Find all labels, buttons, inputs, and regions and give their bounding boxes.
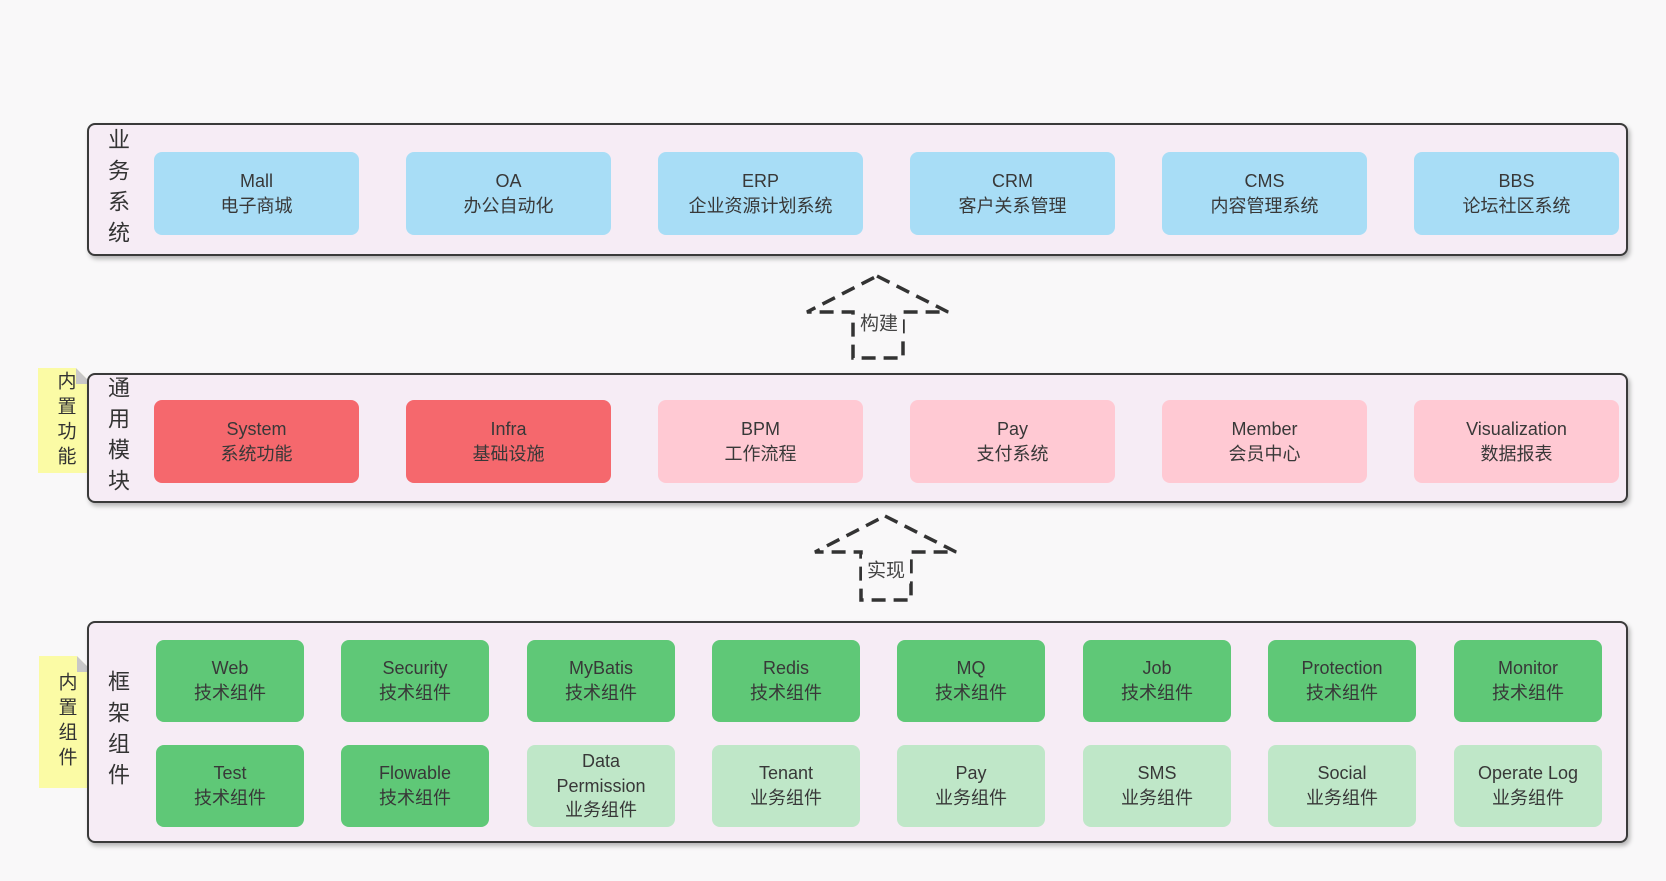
layer-framework-components-label: 框架组件 <box>105 670 130 794</box>
box-pay-business: Pay 业务组件 <box>897 745 1045 827</box>
box-tenant: Tenant 业务组件 <box>712 745 860 827</box>
box-subtitle: 技术组件 <box>379 788 451 808</box>
box-subtitle: 基础设施 <box>472 443 545 464</box>
build-arrow-label: 构建 <box>854 307 904 337</box>
layer-business-systems-label: 业务系统 <box>105 127 130 252</box>
box-subtitle: 电子商城 <box>220 195 293 216</box>
box-subtitle: 技术组件 <box>1121 683 1193 703</box>
box-subtitle: 业务组件 <box>935 788 1007 808</box>
tag-builtin-features: 内置功能 <box>38 368 92 473</box>
box-subtitle: 技术组件 <box>1306 683 1378 703</box>
box-operate-log: Operate Log 业务组件 <box>1454 745 1602 827</box>
box-monitor: Monitor 技术组件 <box>1454 640 1602 722</box>
box-subtitle: 业务组件 <box>565 800 637 821</box>
box-title: Pay <box>996 418 1029 439</box>
box-title: Pay <box>955 763 987 784</box>
box-mall: Mall 电子商城 <box>154 152 359 235</box>
box-pay: Pay 支付系统 <box>910 400 1115 483</box>
box-infra: Infra 基础设施 <box>406 400 611 483</box>
box-subtitle: 技术组件 <box>1492 683 1564 703</box>
box-title: MQ <box>956 658 986 679</box>
implement-arrow-icon <box>814 514 957 602</box>
layer-common-modules-label: 通用模块 <box>105 376 130 500</box>
box-subtitle: 技术组件 <box>935 683 1007 703</box>
box-title: Tenant <box>758 763 814 784</box>
box-data-permission: Data Permission 业务组件 <box>527 745 675 827</box>
layer-common-modules: 通用模块 System 系统功能 Infra 基础设施 BPM 工作流程 Pay… <box>87 373 1628 503</box>
layer-business-systems: 业务系统 Mall 电子商城 OA 办公自动化 ERP 企业资源计划系统 CRM… <box>87 123 1628 256</box>
box-title: Test <box>213 763 247 784</box>
box-title: CMS <box>1244 170 1285 191</box>
box-title: Web <box>211 658 249 679</box>
box-mybatis: MyBatis 技术组件 <box>527 640 675 722</box>
box-subtitle: 技术组件 <box>750 683 822 703</box>
box-job: Job 技术组件 <box>1083 640 1231 722</box>
box-flowable: Flowable 技术组件 <box>341 745 489 827</box>
box-title: Monitor <box>1497 658 1559 679</box>
box-redis: Redis 技术组件 <box>712 640 860 722</box>
box-title: Redis <box>762 658 810 679</box>
box-title: Member <box>1231 418 1298 439</box>
box-protection: Protection 技术组件 <box>1268 640 1416 722</box>
box-title: SMS <box>1137 763 1177 784</box>
box-title: BBS <box>1498 170 1535 191</box>
box-subtitle: 办公自动化 <box>463 195 554 216</box>
box-title: MyBatis <box>568 658 633 679</box>
box-test: Test 技术组件 <box>156 745 304 827</box>
layer-framework-components: 框架组件 Web 技术组件 Security 技术组件 MyBatis 技术组件… <box>87 621 1628 843</box>
box-subtitle: 论坛社区系统 <box>1462 195 1571 216</box>
box-subtitle: 技术组件 <box>194 683 266 703</box>
box-title: BPM <box>740 418 780 439</box>
box-subtitle: 支付系统 <box>976 443 1049 464</box>
box-title: Job <box>1142 658 1172 679</box>
box-subtitle: 业务组件 <box>1121 788 1193 808</box>
box-subtitle: 数据报表 <box>1480 443 1553 464</box>
box-visualization: Visualization 数据报表 <box>1414 400 1619 483</box>
box-subtitle: 技术组件 <box>379 683 451 703</box>
box-subtitle: 内容管理系统 <box>1210 195 1319 216</box>
box-subtitle: 技术组件 <box>194 788 266 808</box>
box-title: System <box>226 418 287 439</box>
box-title: Mall <box>239 170 273 191</box>
box-title: Data Permission <box>556 750 646 796</box>
box-subtitle: 工作流程 <box>724 443 797 464</box>
box-erp: ERP 企业资源计划系统 <box>658 152 863 235</box>
box-sms: SMS 业务组件 <box>1083 745 1231 827</box>
box-crm: CRM 客户关系管理 <box>910 152 1115 235</box>
tag-builtin-components-label: 内置组件 <box>55 672 77 772</box>
box-subtitle: 系统功能 <box>220 443 293 464</box>
box-subtitle: 企业资源计划系统 <box>688 195 833 216</box>
box-title: Visualization <box>1466 418 1567 439</box>
box-mq: MQ 技术组件 <box>897 640 1045 722</box>
box-title: CRM <box>992 170 1033 191</box>
box-title: ERP <box>741 170 779 191</box>
box-oa: OA 办公自动化 <box>406 152 611 235</box>
box-title: Security <box>382 658 448 679</box>
box-bpm: BPM 工作流程 <box>658 400 863 483</box>
box-subtitle: 业务组件 <box>1306 788 1378 808</box>
box-title: Operate Log <box>1477 763 1579 784</box>
box-system: System 系统功能 <box>154 400 359 483</box>
box-subtitle: 会员中心 <box>1228 443 1301 464</box>
box-security: Security 技术组件 <box>341 640 489 722</box>
box-subtitle: 业务组件 <box>750 788 822 808</box>
tag-builtin-components: 内置组件 <box>39 656 93 788</box>
box-title: Social <box>1317 763 1367 784</box>
box-member: Member 会员中心 <box>1162 400 1367 483</box>
box-subtitle: 客户关系管理 <box>958 195 1067 216</box>
box-title: Flowable <box>378 763 452 784</box>
box-web: Web 技术组件 <box>156 640 304 722</box>
box-title: Infra <box>490 418 527 439</box>
box-subtitle: 技术组件 <box>565 683 637 703</box>
box-bbs: BBS 论坛社区系统 <box>1414 152 1619 235</box>
box-social: Social 业务组件 <box>1268 745 1416 827</box>
implement-arrow-label: 实现 <box>861 554 911 584</box>
box-title: Protection <box>1301 658 1383 679</box>
box-cms: CMS 内容管理系统 <box>1162 152 1367 235</box>
tag-builtin-features-label: 内置功能 <box>54 370 76 471</box>
box-subtitle: 业务组件 <box>1492 788 1564 808</box>
box-title: OA <box>495 170 522 191</box>
